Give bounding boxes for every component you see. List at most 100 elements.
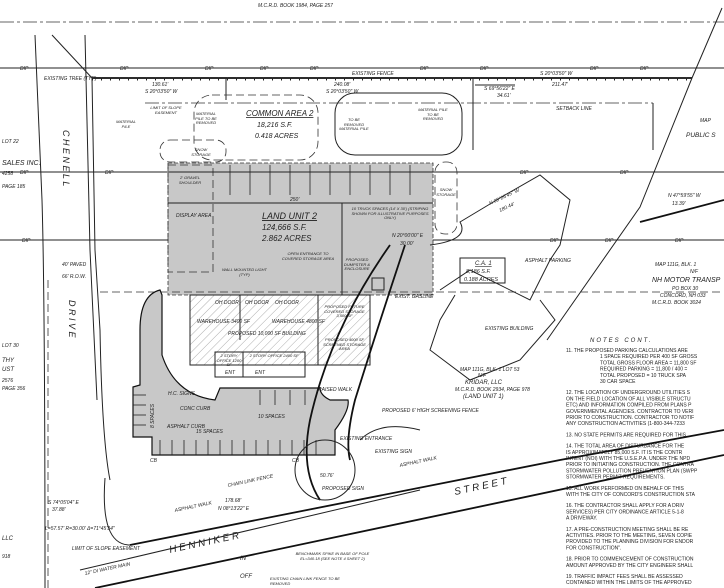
svg-text:240.08': 240.08' [333,82,351,88]
svg-text:DIP: DIP [260,66,269,72]
svg-text:LOT 30: LOT 30 [2,343,19,349]
note-line: PROVIDED TO THE PLANNING DIVISION FOR EN… [566,539,694,545]
east-property-line [546,7,723,341]
existing-building [429,294,556,381]
svg-text:8,186 S.F.: 8,186 S.F. [466,269,491,275]
note-line: STORMWATER PERMIT REQUIREMENTS. [566,475,665,481]
public-s-label: PUBLIC S [686,132,716,139]
note-line: WITH THE CITY OF CONCORD'S CONSTRUCTION … [566,492,696,498]
svg-text:DIP: DIP [520,170,529,176]
svg-text:DIP: DIP [590,66,599,72]
svg-text:OH DOOR: OH DOOR [215,300,239,306]
owner-addr2: CONCORD, NH 033 [660,293,706,299]
note-line: 17. A PRE-CONSTRUCTION MEETING SHALL BE … [566,527,689,533]
svg-text:S 69°56'22" E: S 69°56'22" E [484,86,516,92]
svg-text:DIP: DIP [205,66,214,72]
note-line: ACTIVITIES. PRIOR TO THE MEETING, SEVEN … [566,533,693,539]
svg-text:N/F: N/F [478,373,487,379]
existing-asphalt-parking [429,174,571,301]
svg-text:50.76': 50.76' [320,473,335,479]
snow-storage-label: SNOW STORAGE [191,148,211,157]
svg-text:EXISTING TREE (TYP): EXISTING TREE (TYP) [44,76,97,82]
svg-text:(LAND UNIT 1): (LAND UNIT 1) [463,394,504,400]
note-line: 1 SPACE REQUIRED PER 400 SF GROSS [600,354,698,360]
note-line: 16. THE CONTRACTOR SHALL APPLY FOR A DRI… [566,503,685,509]
owner-map: MAP 111G, BLK. 1 [655,262,697,268]
svg-text:PROPOSED 6' HIGH SCREENING FEN: PROPOSED 6' HIGH SCREENING FENCE [382,408,479,414]
header-reference: M.C.R.D. BOOK 1984, PAGE 257 [258,3,333,9]
svg-text:EXISTING ENTRANCE: EXISTING ENTRANCE [340,436,393,442]
notes-title: NOTES CONT. [590,338,652,344]
office-1-label: 2 STORY OFFICE 1200 SF [216,354,242,368]
svg-text:KRIDAR, LLC: KRIDAR, LLC [465,380,503,386]
note-line: AMOUNT APPROVED BY THE CITY ENGINEER SHA… [566,563,693,569]
note-line: GOVERNMENTAL AGENCIES. CONTRACTOR TO VER… [566,409,694,415]
svg-text:LIMIT OF SLOPE EASEMENT: LIMIT OF SLOPE EASEMENT [72,546,141,552]
svg-text:CB: CB [150,458,158,464]
svg-text:PAGE 185: PAGE 185 [2,184,25,190]
svg-text:SALES INC.: SALES INC. [2,160,41,167]
svg-text:C.A. 1: C.A. 1 [475,261,492,267]
note-line: STORMWATER POLLUTION PREVENTION PLAN (SW… [566,468,698,474]
land-unit-title: LAND UNIT 2 [262,211,317,221]
svg-text:N/F: N/F [690,269,699,275]
note-line: INTENT (NOI) WITH THE U.S.E.P.A. UNDER T… [566,456,690,462]
svg-text:DISPLAY AREA: DISPLAY AREA [176,213,212,219]
svg-text:PROPOSED 10,000 SF BUILDING: PROPOSED 10,000 SF BUILDING [228,331,306,337]
note-line: CONTAINED WITHIN THE LIMITS OF THE APPRO… [566,580,692,586]
note-line: TOTAL GROSS FLOOR AREA = 11,800 SF [600,360,696,366]
note-line: 11. THE PROPOSED PARKING CALCULATIONS AR… [566,348,689,354]
svg-text:DIP: DIP [310,66,319,72]
svg-text:DIP: DIP [22,238,31,244]
svg-text:CB: CB [292,458,300,464]
svg-text:ASPHALT PARKING: ASPHALT PARKING [524,258,571,264]
owner-name: NH MOTOR TRANSP [652,277,721,284]
note-line: 13. NO STATE PERMITS ARE REQUIRED FOR TH… [566,432,687,438]
svg-text:N 08°13'22" E: N 08°13'22" E [218,506,250,512]
note-line: PRIOR TO CONSTRUCTION. CONTRACTOR TO NOT… [566,415,694,421]
common-area-sf: 18,216 S.F. [257,122,292,129]
existing-fence-label: EXISTING FENCE [352,71,394,77]
map-label: MAP [700,118,712,124]
svg-text:EXISTING BUILDING: EXISTING BUILDING [485,326,533,332]
ca1-label-box [459,257,506,284]
chenell-drive-west-edge [34,34,46,588]
truck-stripes [229,165,411,195]
svg-text:15 SPACES: 15 SPACES [196,429,224,435]
note-line: 12. THE LOCATION OF UNDERGROUND UTILITIE… [566,390,691,396]
svg-text:DIP: DIP [120,66,129,72]
svg-text:OFF: OFF [240,574,252,580]
drive-label: D R I V E [67,300,77,339]
svg-text:WAREHOUSE 3400 SF: WAREHOUSE 3400 SF [197,319,251,325]
svg-text:RAISED WALK: RAISED WALK [318,387,353,393]
svg-text:2576: 2576 [1,378,13,384]
svg-text:ASPHALT WALK: ASPHALT WALK [173,500,213,514]
svg-text:DIP: DIP [20,66,29,72]
svg-text:N 20°00'00" E: N 20°00'00" E [392,233,424,239]
svg-text:211.47': 211.47' [551,82,569,88]
dip-labels: DIP DIP DIP DIP DIP DIP DIP DIP DIP DIP … [20,66,684,244]
svg-text:178.68': 178.68' [225,498,242,504]
svg-text:N 09°26'45" W: N 09°26'45" W [488,187,521,207]
svg-text:DIP: DIP [605,238,614,244]
future-storage [317,294,371,366]
note-line: ETC) AND INFORMATION COMPILED FROM PLANS… [566,403,692,409]
svg-text:LLC: LLC [2,536,14,542]
svg-text:PAGE 356: PAGE 356 [2,386,25,392]
note-line: SERVICES) PER CITY ORDINANCE ARTICLE 5-1… [566,509,684,515]
benchmark-note: BENCHMARK SPIKE IN BASE OF POLE EL=340.1… [295,552,370,561]
svg-text:DIP: DIP [675,238,684,244]
svg-text:EXIST. GASLINE: EXIST. GASLINE [395,294,434,300]
setback-label: SETBACK LINE [556,106,593,112]
to-be-removed-label: TO BE REMOVED MATERIAL PILE [339,118,369,132]
svg-text:OH DOOR: OH DOOR [245,300,269,306]
svg-text:ENT: ENT [255,370,266,376]
truck-spaces-note: 10 TRUCK SPACES (14' X 30') (STRIPING SH… [351,207,429,221]
chenell-label: C H E N E L L [61,130,71,186]
svg-text:H.C. SIGNS: H.C. SIGNS [168,391,196,397]
chenell-drive-east-edge [51,34,111,481]
svg-text:66' R.O.W.: 66' R.O.W. [62,274,86,280]
material-pile-remove-right: MATERIAL PILE TO BE REMOVED [418,108,448,122]
svg-text:40' PAVED: 40' PAVED [62,262,87,268]
svg-text:ASPHALT WALK: ASPHALT WALK [398,455,438,469]
